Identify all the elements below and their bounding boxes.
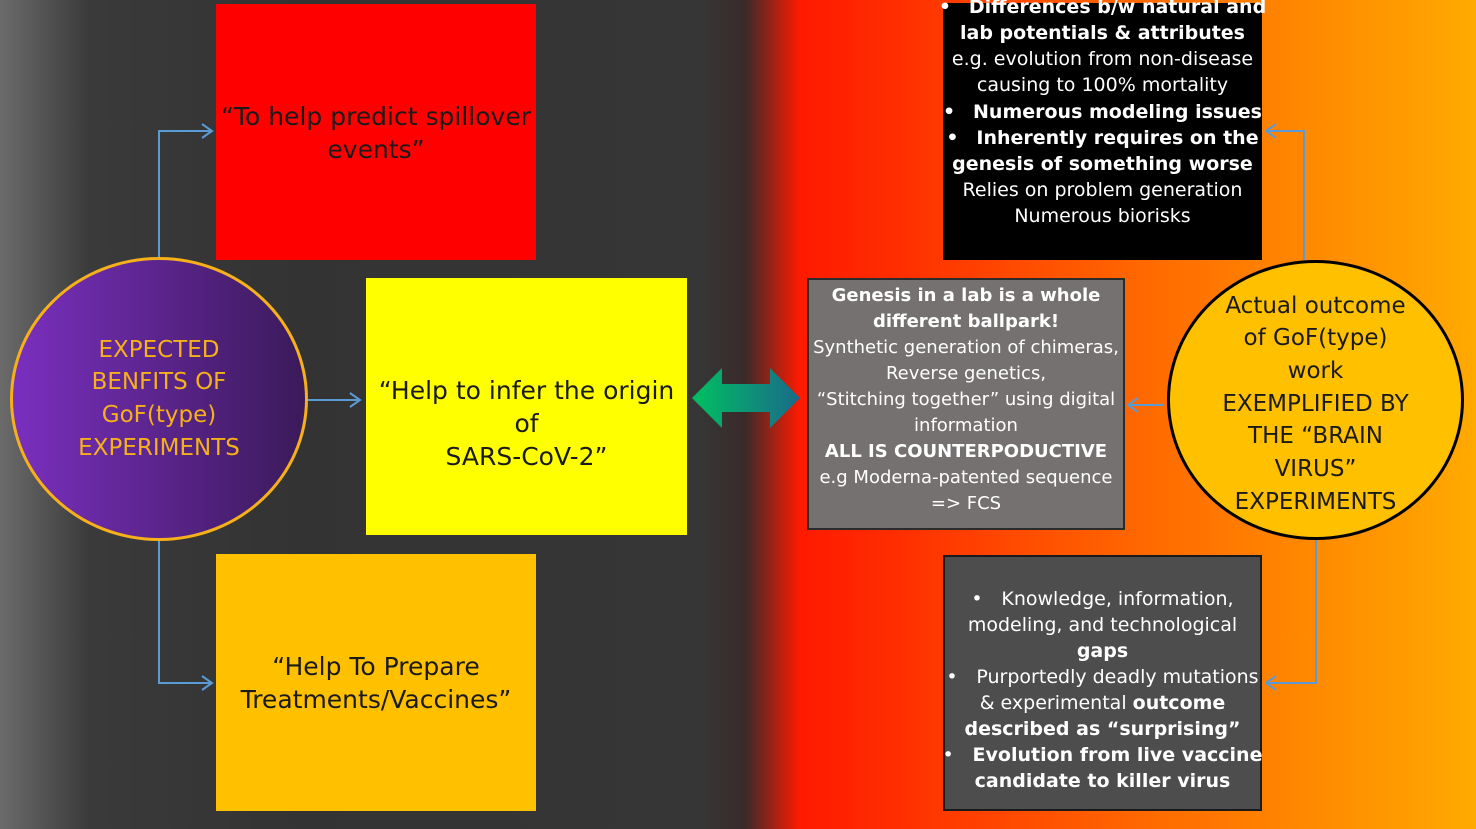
differences-line-text: Numerous modeling issues — [973, 100, 1262, 123]
lab-genesis-line: “Stitching together” using digital — [816, 389, 1116, 411]
differences-line: causing to 100% mortality — [977, 72, 1228, 98]
treatments-box: “Help To Prepare Treatments/Vaccines” — [216, 554, 536, 811]
differences-line: • Inherently requires on the — [946, 125, 1258, 151]
expected-benefits-line: GoF(type) — [101, 402, 217, 428]
arrowhead-gaps — [1264, 675, 1277, 691]
gaps-line: gaps — [1077, 638, 1128, 664]
arrowhead-differences — [1264, 123, 1277, 139]
spillover-box: “To help predict spillover events” — [216, 4, 536, 260]
connector-to-gaps — [1268, 540, 1317, 684]
gaps-line-text: outcome — [1132, 692, 1226, 714]
gaps-line-text: candidate to killer virus — [974, 770, 1231, 793]
gaps-line: • Knowledge, information, — [971, 586, 1233, 612]
bullet-icon: • — [942, 744, 954, 767]
bullet-icon: • — [938, 0, 951, 19]
gaps-line-text: gaps — [1076, 639, 1129, 662]
differences-line-text: lab potentials & attributes — [959, 22, 1245, 45]
differences-line-text: genesis of something worse — [952, 152, 1253, 175]
gaps-line-text: & experimental — [979, 692, 1133, 714]
origin-box: “Help to infer the origin of SARS-CoV-2” — [366, 278, 687, 535]
origin-text: SARS-CoV-2” — [445, 442, 608, 471]
gaps-line: modeling, and technological — [968, 612, 1237, 638]
actual-outcome-line: THE “BRAIN — [1248, 423, 1383, 450]
actual-outcome-line: EXPERIMENTS — [1234, 488, 1397, 515]
gaps-line-text: Evolution from live vaccine — [972, 744, 1263, 767]
differences-line-text: Numerous biorisks — [1014, 204, 1191, 227]
lab-genesis-line: Synthetic generation of chimeras, — [813, 337, 1119, 359]
lab-genesis-box: Genesis in a lab is a whole different bal… — [807, 278, 1125, 530]
connector-to-differences — [1268, 130, 1305, 260]
treatments-text: Treatments/Vaccines” — [240, 685, 512, 714]
lab-genesis-line: Genesis in a lab is a whole — [831, 285, 1101, 307]
arrowhead-lab-genesis — [1126, 397, 1139, 413]
gaps-line: • Evolution from live vaccine — [943, 742, 1263, 768]
double-arrow — [692, 368, 800, 428]
lab-genesis-line: Reverse genetics, — [885, 363, 1047, 385]
actual-outcome-line: work — [1287, 358, 1344, 385]
gaps-line: & experimental outcome — [980, 690, 1226, 716]
actual-outcome-line: of GoF(type) — [1243, 325, 1388, 352]
gaps-box: • Knowledge, information, modeling, and te… — [943, 555, 1262, 811]
differences-line: Numerous biorisks — [1014, 203, 1190, 229]
differences-line-text: Inherently requires on the — [976, 126, 1259, 149]
gaps-line: • Purportedly deadly mutations — [946, 664, 1258, 690]
expected-benefits-circle: EXPECTED BENFITS OF GoF(type) EXPERIMENT… — [10, 257, 308, 541]
expected-benefits-line: BENFITS OF — [91, 369, 227, 396]
connector-to-treatments — [158, 540, 210, 684]
gaps-line: candidate to killer virus — [975, 768, 1231, 794]
lab-genesis-line: different ballpark! — [872, 311, 1060, 333]
connector-to-spillover — [158, 130, 210, 260]
gaps-line: described as “surprising” — [964, 716, 1240, 742]
expected-benefits-line: EXPERIMENTS — [78, 434, 240, 461]
lab-genesis-line: => FCS — [930, 492, 1002, 514]
actual-outcome-line: Actual outcome — [1225, 292, 1406, 319]
arrowhead-treatments — [201, 675, 214, 691]
treatments-text: “Help To Prepare — [272, 652, 480, 681]
actual-outcome-line: VIRUS” — [1274, 455, 1357, 482]
differences-line: • Numerous modeling issues — [943, 99, 1262, 125]
bullet-icon: • — [943, 100, 956, 123]
differences-line: e.g. evolution from non-disease — [952, 46, 1253, 72]
spillover-text: “To help predict spillover — [221, 102, 531, 131]
differences-box: • Differences b/w natural and lab potentia… — [939, 0, 1266, 260]
differences-line: genesis of something worse — [952, 151, 1253, 177]
bullet-icon: • — [946, 665, 958, 688]
lab-genesis-line: e.g Moderna-patented sequence — [819, 466, 1113, 488]
differences-line-text: Differences b/w natural and — [968, 0, 1267, 19]
expected-benefits-line: EXPECTED — [98, 336, 220, 363]
arrowhead-spillover — [201, 123, 214, 139]
differences-line-text: Relies on problem generation — [962, 178, 1243, 201]
lab-genesis-line: ALL IS COUNTERPODUCTIVE — [824, 440, 1108, 462]
actual-outcome-line: EXEMPLIFIED BY — [1222, 390, 1409, 417]
actual-outcome-circle: Actual outcome of GoF(type) work EXEMPLI… — [1167, 260, 1464, 540]
differences-line: • Differences b/w natural and — [939, 0, 1266, 20]
differences-line-text: causing to 100% mortality — [976, 74, 1229, 97]
gaps-line-text: Purportedly deadly mutations — [976, 665, 1259, 688]
lab-genesis-line: information — [914, 414, 1018, 436]
gaps-line-text: described as “surprising” — [964, 718, 1241, 741]
bullet-icon: • — [971, 587, 983, 610]
gaps-line-text: Knowledge, information, — [1001, 587, 1234, 610]
gaps-line-text: modeling, and technological — [967, 613, 1238, 636]
origin-text: “Help to infer the origin of — [378, 376, 675, 438]
spillover-text: events” — [327, 135, 425, 164]
differences-line: Relies on problem generation — [963, 177, 1243, 203]
bullet-icon: • — [946, 126, 959, 149]
arrowhead-origin — [349, 392, 362, 408]
differences-line-text: e.g. evolution from non-disease — [951, 48, 1254, 71]
differences-line: lab potentials & attributes — [960, 20, 1245, 46]
